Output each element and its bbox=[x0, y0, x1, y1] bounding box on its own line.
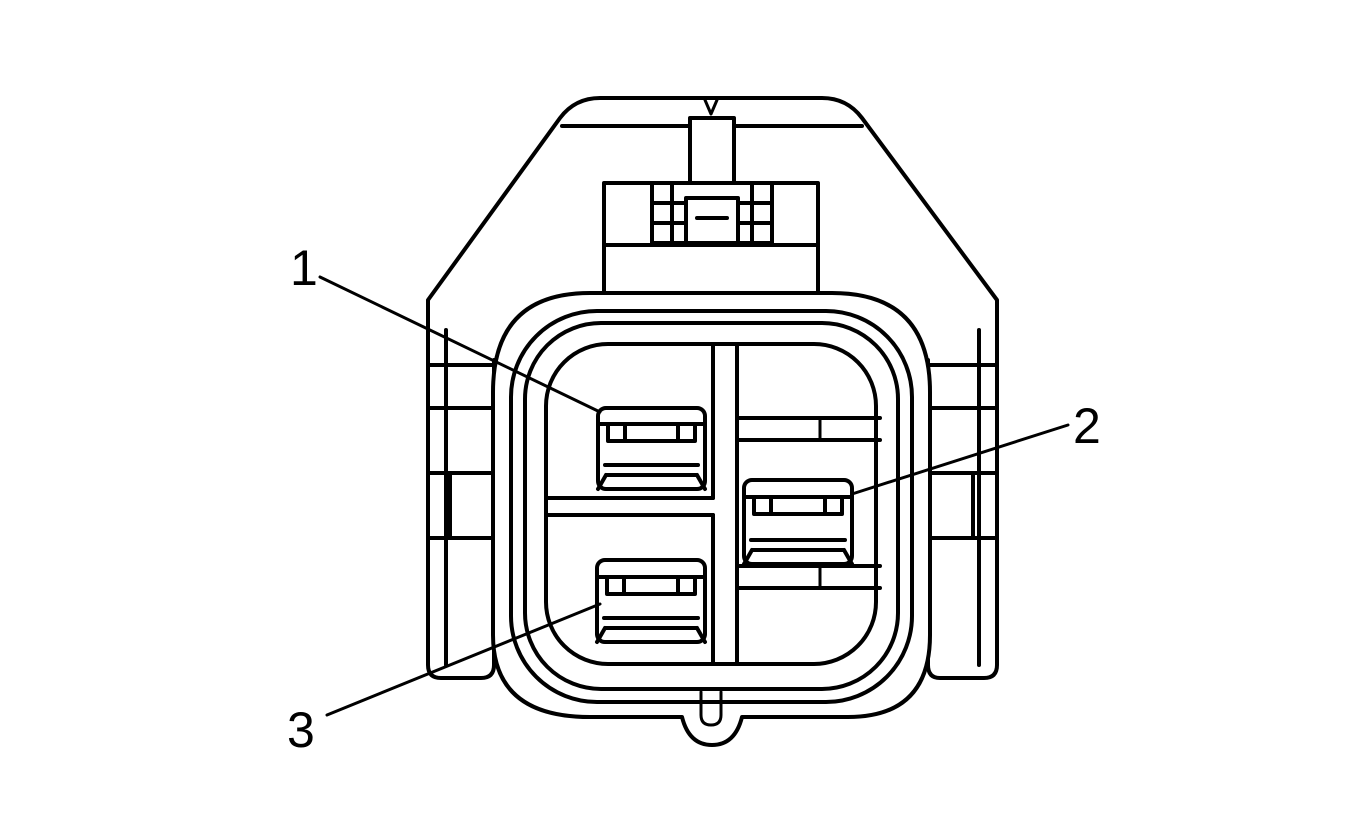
terminal-2 bbox=[742, 478, 854, 566]
vertical-wall-bottom bbox=[711, 513, 739, 666]
connector-housing bbox=[426, 96, 999, 680]
seal-ring-2 bbox=[523, 321, 900, 691]
tab-button bbox=[684, 196, 740, 245]
callout-3-leader bbox=[325, 602, 602, 717]
housing-outline bbox=[426, 96, 999, 680]
locking-tab bbox=[602, 116, 820, 313]
housing-top-notch bbox=[703, 98, 719, 116]
callout-3-label: 3 bbox=[287, 702, 315, 758]
callout-2-label: 2 bbox=[1073, 398, 1101, 454]
callout-2-leader bbox=[850, 423, 1070, 496]
terminal-1 bbox=[596, 406, 707, 491]
callout-1-leader bbox=[318, 275, 602, 414]
left-side-latch bbox=[426, 453, 512, 562]
horizontal-wall-left bbox=[544, 496, 715, 517]
tab-stem bbox=[688, 116, 736, 188]
terminal-3-detail bbox=[595, 575, 707, 644]
callout-1-label: 1 bbox=[290, 240, 318, 296]
terminal-3 bbox=[595, 558, 707, 644]
terminal-2-detail bbox=[742, 495, 854, 566]
vertical-wall-top bbox=[711, 342, 739, 500]
seal-ring-1 bbox=[509, 309, 914, 704]
bottom-key-notch bbox=[699, 690, 723, 727]
terminal-1-detail bbox=[596, 422, 707, 491]
right-side-latch bbox=[910, 453, 999, 562]
mating-face bbox=[491, 291, 932, 747]
